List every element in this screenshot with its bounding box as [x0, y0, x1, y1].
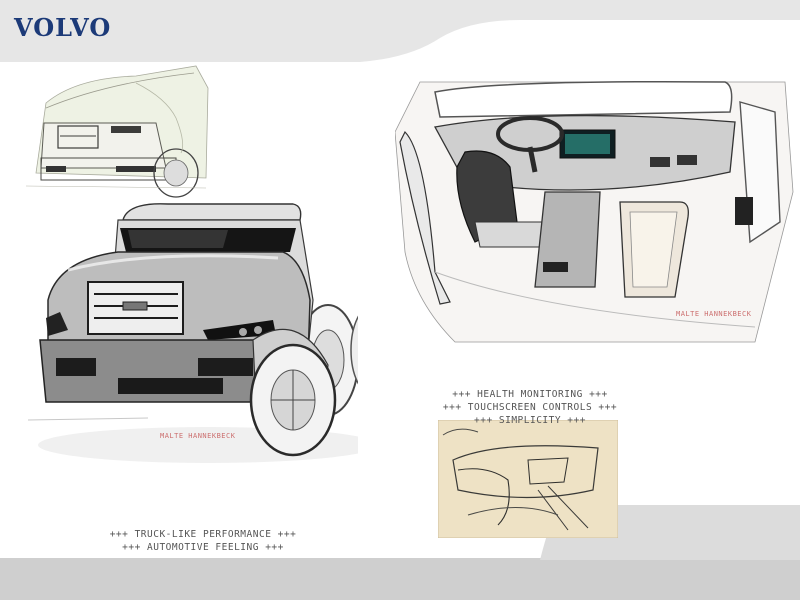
caption-line: +++ TOUCHSCREEN CONTROLS +++ [442, 402, 618, 413]
footer-band [0, 558, 800, 600]
interior-caption: +++ HEALTH MONITORING +++ +++ TOUCHSCREE… [440, 388, 620, 427]
exterior-caption: +++ TRUCK-LIKE PERFORMANCE +++ +++ AUTOM… [98, 528, 308, 554]
truck-exterior-rendering [28, 203, 358, 463]
volvo-logo: VOLVO [14, 13, 112, 42]
interior-paper-sketch [438, 420, 618, 538]
caption-line: +++ AUTOMOTIVE FEELING +++ [122, 542, 284, 553]
truck-interior-rendering [395, 80, 794, 343]
caption-line: +++ HEALTH MONITORING +++ [452, 389, 608, 400]
caption-line: +++ TRUCK-LIKE PERFORMANCE +++ [109, 529, 297, 540]
header-band [0, 0, 800, 62]
truck-front-sketch-small [25, 65, 209, 198]
interior-sketch-signature: MALTE HANNEKBECK [676, 310, 752, 318]
truck-sketch-signature: MALTE HANNEKBECK [160, 432, 236, 440]
caption-line: +++ SIMPLICITY +++ [474, 415, 586, 426]
